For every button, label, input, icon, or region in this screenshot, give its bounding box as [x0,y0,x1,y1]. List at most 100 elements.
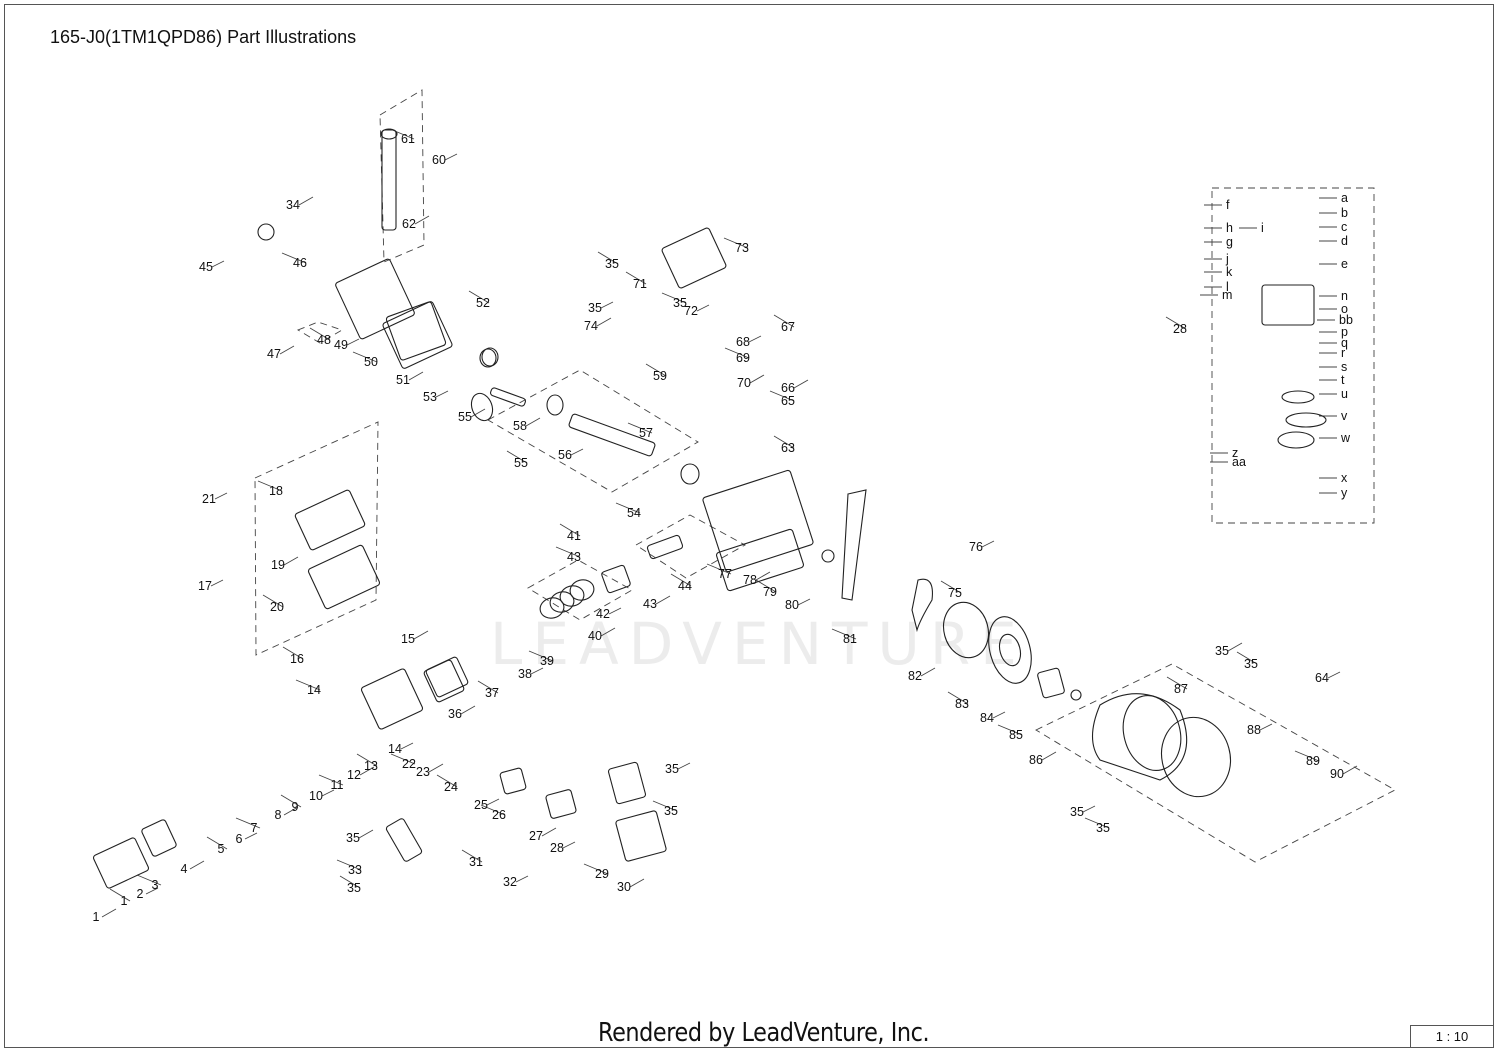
scale-value: 1 : 10 [1435,1029,1469,1044]
callout-label: 32 [503,875,517,889]
group-box [296,321,344,344]
leader-line [283,556,299,566]
carburetor-part-label: t [1341,373,1345,387]
callout-label: 35 [665,762,679,776]
callout-label: 55 [458,410,472,424]
carburetor-part-label: y [1341,486,1348,500]
callout-label: 76 [969,540,983,554]
callout-label: 90 [1330,767,1344,781]
callout-label: 11 [331,778,344,792]
leader-line [629,878,645,888]
part-shape [385,301,447,361]
part-shape [546,394,564,416]
callout-label: 46 [293,256,307,270]
part-shape [481,347,499,367]
leader-line [724,347,750,359]
part-shape [568,413,656,457]
part-shape [1277,431,1315,449]
callout-label: 78 [743,573,757,587]
part-shape [1261,284,1315,326]
callout-label: 44 [678,579,692,593]
part-shape [911,578,933,633]
callout-label: 35 [588,301,602,315]
callout-label: 28 [1173,322,1187,336]
callout-label: 70 [737,376,751,390]
callout-label: 10 [309,789,323,803]
callout-label: 7 [251,821,258,835]
part-shape [661,227,727,289]
callout-label: 56 [558,448,572,462]
callout-label: 87 [1174,682,1188,696]
leader-line [997,724,1023,736]
leader-line [793,379,809,389]
callout-label: 77 [718,567,732,581]
leader-line [723,237,749,249]
part-shape [382,301,453,369]
carburetor-part-label: k [1226,265,1233,279]
callout-label: 1 [93,910,100,924]
callout-label: 67 [781,320,795,334]
callout-label: 89 [1306,754,1320,768]
callout-label: 5 [218,842,225,856]
group-box [379,89,425,263]
callout-label: 35 [664,804,678,818]
leader-line [992,711,1006,719]
leader-line [408,371,424,381]
part-shape [1281,390,1315,404]
callout-label: 74 [584,319,598,333]
callout-label: 61 [401,132,415,146]
callout-label: 52 [476,296,490,310]
leader-line [562,841,576,849]
leader-line [356,753,378,767]
leader-line [359,766,375,776]
leader-line [280,794,302,808]
callout-label: 47 [267,347,281,361]
leader-line [211,260,225,268]
carburetor-part-label: g [1226,235,1233,249]
callout-label: 39 [540,654,554,668]
leader-line [477,680,499,694]
part-shape [1122,695,1182,771]
part-shape [716,528,804,592]
callout-label: 35 [1070,805,1084,819]
callout-label: 4 [181,862,188,876]
carburetor-part-label: j [1225,252,1229,266]
leader-line [358,829,374,839]
carburetor-part-label: q [1341,336,1348,350]
callout-label: 36 [448,707,462,721]
carburetor-part-label: w [1340,431,1351,445]
callout-label: 58 [513,419,527,433]
callout-label: 13 [364,759,378,773]
leader-line [480,804,506,816]
group-box [527,559,633,621]
carburetor-part-label: o [1341,302,1348,316]
leader-line [210,579,224,587]
leader-line [1294,750,1320,762]
leader-line [670,573,692,587]
callout-label: 92 [0,0,7,3]
watermark: LEADVENTURE [490,610,1027,678]
group-box [254,421,379,656]
carburetor-part-label: p [1341,325,1348,339]
callout-label: 38 [518,667,532,681]
leader-line [981,540,995,548]
carburetor-part-label: e [1341,257,1348,271]
callout-label: 60 [432,153,446,167]
callout-label: 34 [286,198,300,212]
callout-label: 66 [781,381,795,395]
callout-label: 55 [514,456,528,470]
drawing-frame [4,4,1494,1048]
callout-label: 81 [843,632,857,646]
leader-line [677,762,691,770]
callout-label: 54 [627,506,641,520]
leader-line [214,492,228,500]
callout-label: 48 [317,333,331,347]
leader-line [559,523,581,537]
leader-line [627,422,653,434]
callout-label: 91 [0,0,7,3]
part-shape [702,469,814,573]
part-shape [601,564,631,594]
group-box [1211,187,1375,524]
callout-label: 37 [485,686,499,700]
